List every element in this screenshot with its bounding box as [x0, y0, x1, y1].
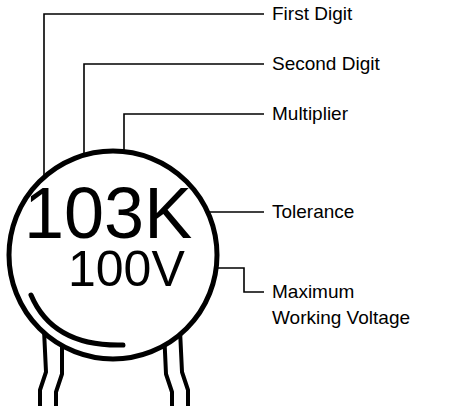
callout-label: Multiplier	[272, 101, 348, 127]
voltage-rating: 100V	[68, 244, 185, 294]
capacitance-code: 103K	[24, 177, 192, 249]
disc-outline	[9, 151, 217, 359]
callout-label: Second Digit	[272, 51, 380, 77]
callout-label: Tolerance	[272, 199, 354, 225]
disc-highlight	[31, 295, 123, 345]
ceramic-capacitor-body: 103K100V	[5, 147, 221, 363]
callout-label: Maximum Working Voltage	[272, 279, 424, 330]
callout-label: First Digit	[272, 1, 352, 27]
